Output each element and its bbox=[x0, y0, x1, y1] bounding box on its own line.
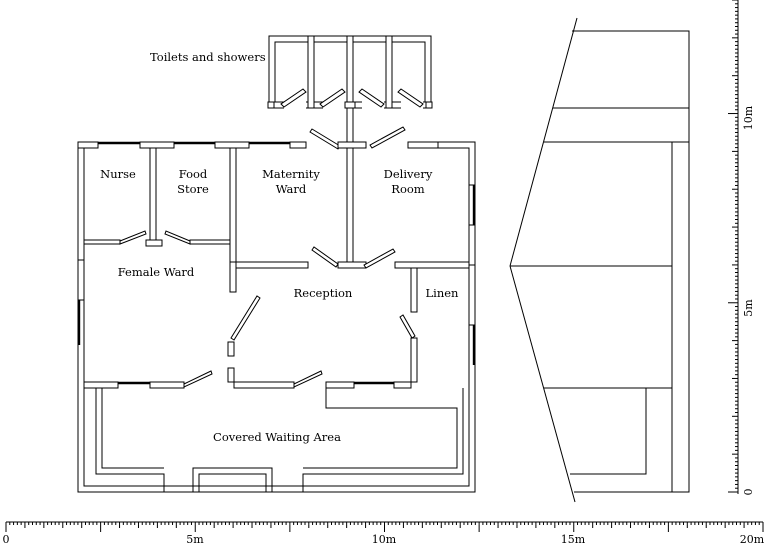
hscale-label-20m: 20m bbox=[740, 533, 765, 546]
hscale-label-0: 0 bbox=[3, 533, 10, 546]
label-linen: Linen bbox=[426, 286, 460, 300]
label-maternity-line1: Maternity bbox=[262, 167, 320, 181]
vscale-label-5m: 5m bbox=[742, 299, 755, 317]
corridor-wall bbox=[346, 107, 354, 145]
toilet-doors bbox=[280, 88, 424, 108]
label-delivery-line2: Room bbox=[391, 182, 425, 196]
label-maternity-line2: Ward bbox=[276, 182, 307, 196]
vertical-scale-labels: 0 5m 10m bbox=[742, 105, 755, 495]
vscale-label-0: 0 bbox=[742, 489, 755, 496]
main-building bbox=[77, 141, 476, 493]
horizontal-scale bbox=[5, 521, 764, 532]
label-food-store-line2: Store bbox=[177, 182, 209, 196]
hscale-label-5m: 5m bbox=[186, 533, 204, 546]
maternity-door bbox=[311, 246, 339, 268]
linen-door bbox=[399, 314, 416, 339]
corridor-door-right bbox=[369, 126, 406, 149]
hscale-label-10m: 10m bbox=[372, 533, 397, 546]
room-labels: Toilets and showers Nurse Food Store Mat… bbox=[100, 50, 459, 444]
label-waiting-area: Covered Waiting Area bbox=[213, 430, 341, 444]
corridor-door-left bbox=[309, 128, 341, 150]
vscale-label-10m: 10m bbox=[742, 105, 755, 130]
toilet-block bbox=[267, 35, 433, 109]
horizontal-scale-labels: 0 5m 10m 15m 20m bbox=[3, 533, 765, 546]
hscale-label-15m: 15m bbox=[561, 533, 586, 546]
nurse-door bbox=[119, 230, 147, 245]
delivery-door bbox=[363, 248, 396, 269]
label-nurse: Nurse bbox=[100, 167, 136, 181]
side-elevation bbox=[509, 17, 690, 503]
reception-door bbox=[230, 295, 261, 341]
ward-door bbox=[183, 370, 213, 388]
reception-front-door bbox=[293, 370, 323, 388]
label-toilets: Toilets and showers bbox=[150, 50, 266, 64]
food-store-door bbox=[164, 230, 191, 245]
vertical-scale bbox=[728, 0, 739, 494]
label-delivery-line1: Delivery bbox=[384, 167, 433, 181]
label-female-ward: Female Ward bbox=[118, 265, 195, 279]
label-reception: Reception bbox=[294, 286, 353, 300]
label-food-store-line1: Food bbox=[179, 167, 208, 181]
